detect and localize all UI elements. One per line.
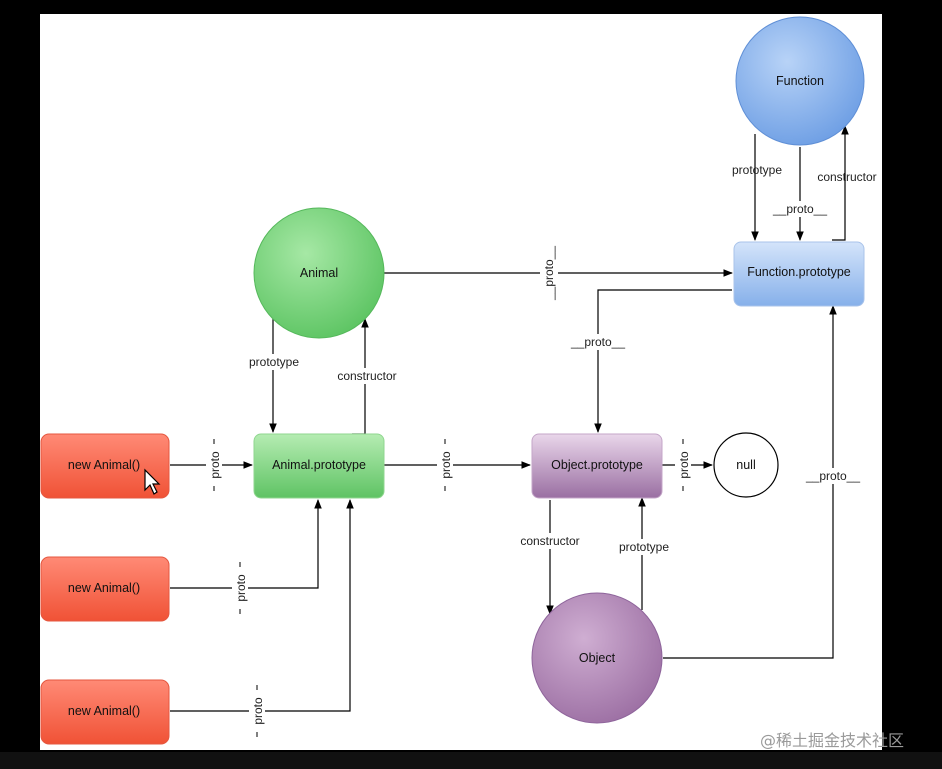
bottom-bar [0,752,942,769]
edge-functionprototype-proto: __proto__ [568,289,732,433]
svg-text:Function.prototype: Function.prototype [747,265,851,279]
svg-text:prototype: prototype [619,540,669,554]
svg-text:Object.prototype: Object.prototype [551,458,643,472]
svg-text:__proto__: __proto__ [772,202,827,216]
node-function-prototype: Function.prototype [733,241,865,307]
node-null: null [713,432,779,498]
mouse-cursor-icon [144,468,161,495]
svg-text:prototype: prototype [732,163,782,177]
node-instance-1: new Animal() [40,433,170,499]
svg-text:proto: proto [677,451,691,479]
edge-instance2-proto: proto [170,499,322,614]
svg-text:prototype: prototype [249,355,299,369]
svg-text:__proto__: __proto__ [805,469,860,483]
svg-text:new Animal(): new Animal() [68,704,140,718]
svg-text:Animal: Animal [300,266,338,280]
svg-text:constructor: constructor [817,170,876,184]
edge-animal-prototype: prototype [245,319,305,433]
svg-text:new Animal(): new Animal() [68,458,140,472]
svg-text:Object: Object [579,651,616,665]
edge-function-proto: __proto__ [770,147,830,241]
svg-text:constructor: constructor [337,369,396,383]
svg-text:__proto__: __proto__ [542,246,556,301]
svg-text:constructor: constructor [520,534,579,548]
node-animal-prototype: Animal.prototype [253,433,385,499]
svg-text:proto: proto [234,574,248,602]
node-object: Object [531,592,663,724]
edge-function-constructor: constructor [817,125,877,241]
edge-object-prototype: prototype [615,497,671,610]
edge-instance1-proto: proto [170,439,253,491]
edge-objectprototype-proto: proto [662,439,713,491]
svg-text:proto: proto [251,697,265,725]
edge-function-prototype: prototype [732,134,782,241]
svg-text:__proto__: __proto__ [570,335,625,349]
edge-instance3-proto: proto [170,499,354,737]
edge-animalprototype-proto: proto [384,439,531,491]
svg-text:Animal.prototype: Animal.prototype [272,458,366,472]
svg-text:proto: proto [208,451,222,479]
edge-animal-proto: __proto__ [384,244,733,302]
svg-text:new Animal(): new Animal() [68,581,140,595]
edge-object-constructor: constructor [515,500,585,615]
svg-text:null: null [736,458,755,472]
node-function: Function [735,16,865,146]
prototype-chain-diagram: prototype __proto__ constructor __proto_… [40,16,877,745]
diagram-canvas: prototype __proto__ constructor __proto_… [40,14,882,750]
svg-text:proto: proto [439,451,453,479]
edge-animal-constructor: constructor [333,318,399,435]
node-instance-3: new Animal() [40,679,170,745]
edge-object-proto: __proto__ [663,305,864,659]
node-object-prototype: Object.prototype [531,433,663,499]
node-animal: Animal [253,207,385,339]
node-instance-2: new Animal() [40,556,170,622]
svg-text:Function: Function [776,74,824,88]
watermark: @稀土掘金技术社区 [760,731,905,750]
